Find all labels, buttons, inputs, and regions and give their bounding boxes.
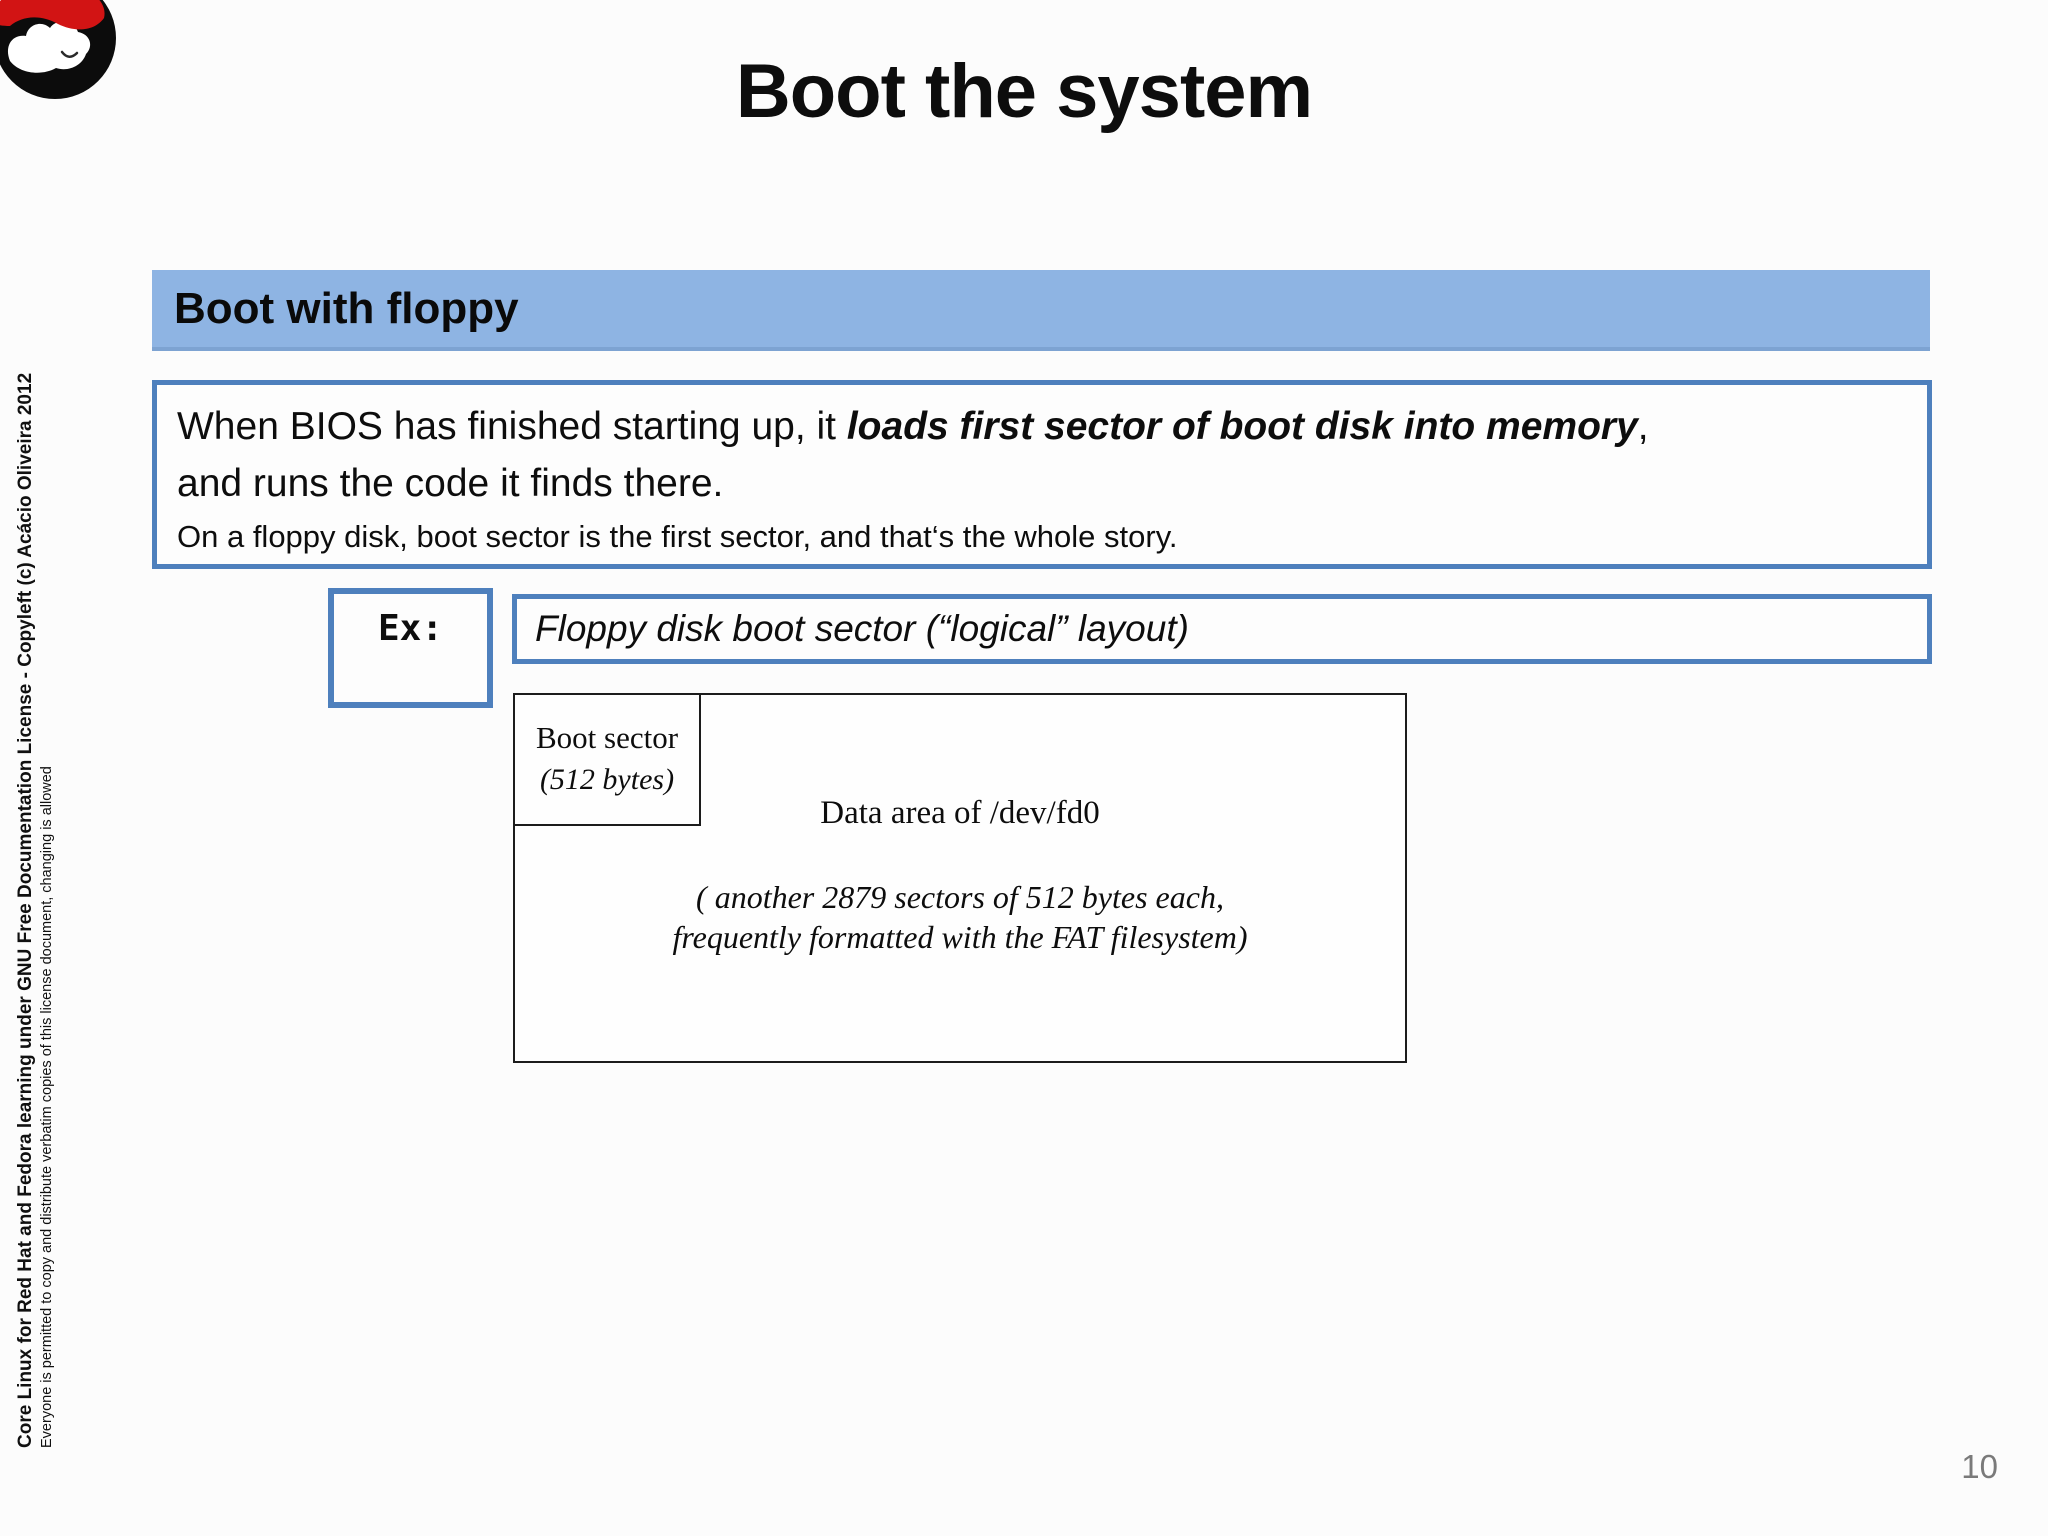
data-area-note-line-1: ( another 2879 sectors of 512 bytes each… xyxy=(696,879,1224,915)
page-title: Boot the system xyxy=(735,49,1313,134)
body-line-2: and runs the code it finds there. xyxy=(177,462,724,505)
license-line-1: Core Linux for Red Hat and Fedora learni… xyxy=(15,372,36,1448)
example-label: Ex: xyxy=(377,608,444,649)
boot-sector-cell: Boot sector (512 bytes) xyxy=(513,693,701,826)
boot-sector-title: Boot sector xyxy=(535,720,679,755)
boot-sector-size: (512 bytes) xyxy=(539,763,675,796)
section-header-label: Boot with floppy xyxy=(174,283,519,333)
body-line-1: When BIOS has finished starting up, it l… xyxy=(177,398,1909,455)
body-line-3: On a floppy disk, boot sector is the fir… xyxy=(177,519,1178,554)
data-area-note-line-2: frequently formatted with the FAT filesy… xyxy=(672,919,1248,955)
example-caption: Floppy disk boot sector (“logical” layou… xyxy=(535,608,1189,649)
body-line-1-emphasis: loads first sector of boot disk into mem… xyxy=(846,405,1638,448)
body-line-1-suffix: , xyxy=(1637,405,1649,448)
data-area-title: Data area of /dev/fd0 xyxy=(820,795,1100,831)
page-number: 10 xyxy=(1961,1448,1998,1485)
example-caption-box: Floppy disk boot sector (“logical” layou… xyxy=(512,594,1932,664)
license-line-2: Everyone is permitted to copy and distri… xyxy=(39,766,55,1448)
section-header-bar: Boot with floppy xyxy=(152,270,1930,351)
redhat-logo-icon xyxy=(0,0,122,104)
data-area-note: ( another 2879 sectors of 512 bytes each… xyxy=(515,877,1405,957)
license-sidebar: Core Linux for Red Hat and Fedora learni… xyxy=(14,372,57,1448)
body-line-1-prefix: When BIOS has finished starting up, it xyxy=(177,405,847,448)
floppy-layout-diagram: Boot sector (512 bytes) Data area of /de… xyxy=(513,693,1407,1063)
body-text-box: When BIOS has finished starting up, it l… xyxy=(152,380,1932,569)
example-label-box: Ex: xyxy=(328,588,493,708)
